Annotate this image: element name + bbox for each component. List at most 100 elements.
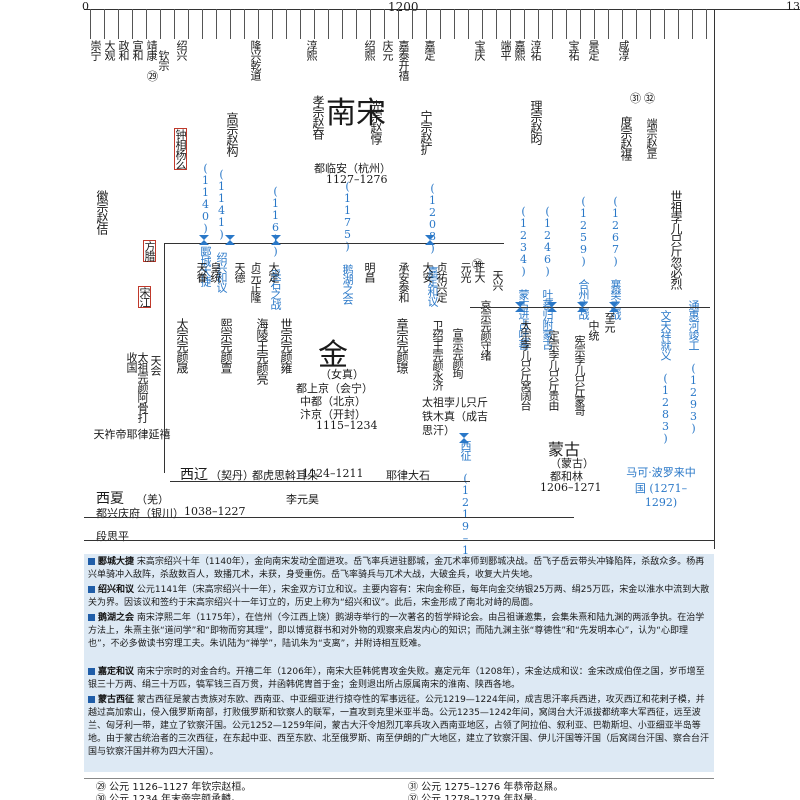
axis-tick <box>132 9 133 39</box>
song-jin-line <box>164 243 504 244</box>
axis-mid-label: 1200 <box>388 0 419 14</box>
axis-tick <box>118 9 119 39</box>
mongol-mongke: 宪宗孛儿只斤蒙哥 <box>573 335 586 415</box>
jin-title: 金 <box>318 338 348 373</box>
footnote-rule <box>84 778 714 779</box>
jin-zhangzong: 章宗完颜璟 <box>395 318 409 373</box>
xixia-people: （羌） <box>136 493 169 506</box>
axis-tick <box>692 9 693 39</box>
era-xianchun: 咸淳 <box>617 40 630 60</box>
jin-years: 1115–1234 <box>316 419 378 432</box>
axis-tick <box>608 9 609 39</box>
emperor-gaozong: 高宗赵构 <box>225 112 239 156</box>
axis-tick <box>272 9 273 39</box>
mongol-zhiyuan: 至元 <box>603 312 616 332</box>
jin-era-mingchang: 明昌 <box>363 262 376 282</box>
bowtie-icon <box>199 235 209 245</box>
bowtie-icon <box>425 235 435 245</box>
event-tubo-submit: (1246) 吐蕃归附蒙古 <box>541 205 554 349</box>
axis-tick <box>104 9 105 39</box>
era-baoyou: 宝祐 <box>567 40 580 60</box>
era-shaoxing: 绍兴 <box>175 40 188 60</box>
axis-tick <box>594 9 595 39</box>
legend-row-ehu: 鹅湖之会 南宋淳熙二年（1175年），在信州（今江西上饶）鹅湖寺举行的一次著名的… <box>88 612 710 664</box>
axis-tick <box>468 9 469 39</box>
nansong-title: 南宋 <box>326 96 386 131</box>
footnote-30: ㉚ 公元 1234 年末帝完颜承麟。 <box>96 794 241 800</box>
era-jingkang: 靖康 <box>145 40 158 60</box>
axis-tick <box>146 9 147 39</box>
era-longxing: 隆兴乾道 <box>249 40 262 80</box>
axis-tick <box>174 9 175 39</box>
axis-right-label: 13 <box>786 0 800 13</box>
jin-era-daan: 大安 <box>421 262 434 282</box>
mongol-zhongtong: 中统 <box>587 320 600 340</box>
yuan-tonghui: 通惠河竣工 (1293) <box>687 300 700 434</box>
legend-square-icon <box>88 586 95 593</box>
event-ehu: (1175) 鹅湖之会 <box>341 180 354 304</box>
mongol-ogedei: 太宗孛儿只斤窝阔台 <box>519 320 532 410</box>
xixia-name: 西夏 <box>96 491 124 507</box>
jin-era-tianxing: 天兴 <box>491 270 504 290</box>
era-jiaxi: 嘉熙 <box>513 40 526 60</box>
jin-era-tiande: 天德 <box>233 262 246 282</box>
mongol-capital: 都和林 <box>550 470 583 483</box>
bowtie-icon <box>547 302 557 312</box>
axis-tick <box>314 9 315 39</box>
event-hezhou: (1259) 合州之战 <box>577 195 590 319</box>
axis-tick <box>328 9 329 39</box>
xiliao-years: 1124–1211 <box>302 467 364 480</box>
axis-tick <box>538 9 539 39</box>
axis-left-label: 0 <box>82 0 89 13</box>
axis-tick <box>580 9 581 39</box>
xixia-capital: 都兴庆府（银川） <box>96 507 184 520</box>
emperor-duanzong: 端宗赵昰 <box>645 118 658 158</box>
legend-row-yancheng: 郾城大捷 宋高宗绍兴十年（1140年），金向南宋发动全面进攻。岳飞率兵进驻郾城，… <box>88 556 710 582</box>
jin-aizong: 哀宗完颜守绪 <box>479 300 492 360</box>
axis-tick <box>356 9 357 39</box>
footnote-29: ㉙ 公元 1126–1127 年钦宗赵桓。 <box>96 782 252 793</box>
yuan-wentianxiang: 文天祥就义 (1283) <box>659 310 672 444</box>
axis-tick <box>300 9 301 39</box>
axis-tick <box>188 9 189 39</box>
legend-row-jiading: 嘉定和议 南宋宁宗时的对金合约。开禧二年（1206年），南宋大臣韩侂胄攻金失败。… <box>88 666 710 692</box>
footnote-marker-31: ㉛ <box>630 92 641 105</box>
axis-tick <box>664 9 665 39</box>
legend-square-icon <box>88 696 95 703</box>
axis-tick <box>412 9 413 39</box>
bowtie-icon <box>609 302 619 312</box>
era-baoqing: 宝庆 <box>473 40 486 60</box>
fangla-label: 方腊 <box>143 240 156 262</box>
axis-tick <box>440 9 441 39</box>
zhongxiang-label: 钟相杨么 <box>174 128 187 170</box>
axis-tick <box>216 9 217 39</box>
legend-title: 鹅湖之会 <box>98 613 135 623</box>
bowtie-icon <box>459 433 469 443</box>
legend-title: 嘉定和议 <box>98 667 135 677</box>
era-qinzong: 钦宗 <box>157 50 170 70</box>
jin-tianhui: 天会 <box>149 355 162 375</box>
jin-hailing: 海陵王完颜亮 <box>255 318 269 384</box>
jin-subtitle: （女真） <box>320 368 364 381</box>
axis-tick <box>286 9 287 39</box>
dali-line <box>84 540 714 541</box>
era-chunyou: 淳祐 <box>529 40 542 60</box>
footnote-marker-32: ㉜ <box>644 92 655 105</box>
era-jiatai: 嘉泰开禧 <box>397 40 410 80</box>
axis-tick <box>398 9 399 39</box>
yuan-founder: 世祖孛儿只斤忽必烈 <box>669 190 683 289</box>
era-zhenghe: 政和 <box>117 40 130 60</box>
songjiang-label: 宋江 <box>138 286 151 308</box>
jin-xizong: 熙宗完颜亶 <box>219 318 233 373</box>
bowtie-icon <box>271 235 281 245</box>
legend-panel: 郾城大捷 宋高宗绍兴十年（1140年），金向南宋发动全面进攻。岳飞率兵进驻郾城，… <box>84 554 714 772</box>
era-shaoxi: 绍熙 <box>363 40 376 60</box>
era-chunxi: 淳熙 <box>305 40 318 60</box>
axis-tick <box>258 9 259 39</box>
xixia-ruler: 李元昊 <box>286 493 319 506</box>
emperor-guangzong: 光宗赵惇 <box>369 100 383 144</box>
emperor-duzong: 度宗赵禥 <box>619 116 633 160</box>
jin-xuanzong: 宣宗完颜珣 <box>451 328 464 378</box>
event-shaoxing-peace: (1141) 绍兴和议 <box>215 168 228 292</box>
era-jiading: 嘉定 <box>423 40 436 60</box>
